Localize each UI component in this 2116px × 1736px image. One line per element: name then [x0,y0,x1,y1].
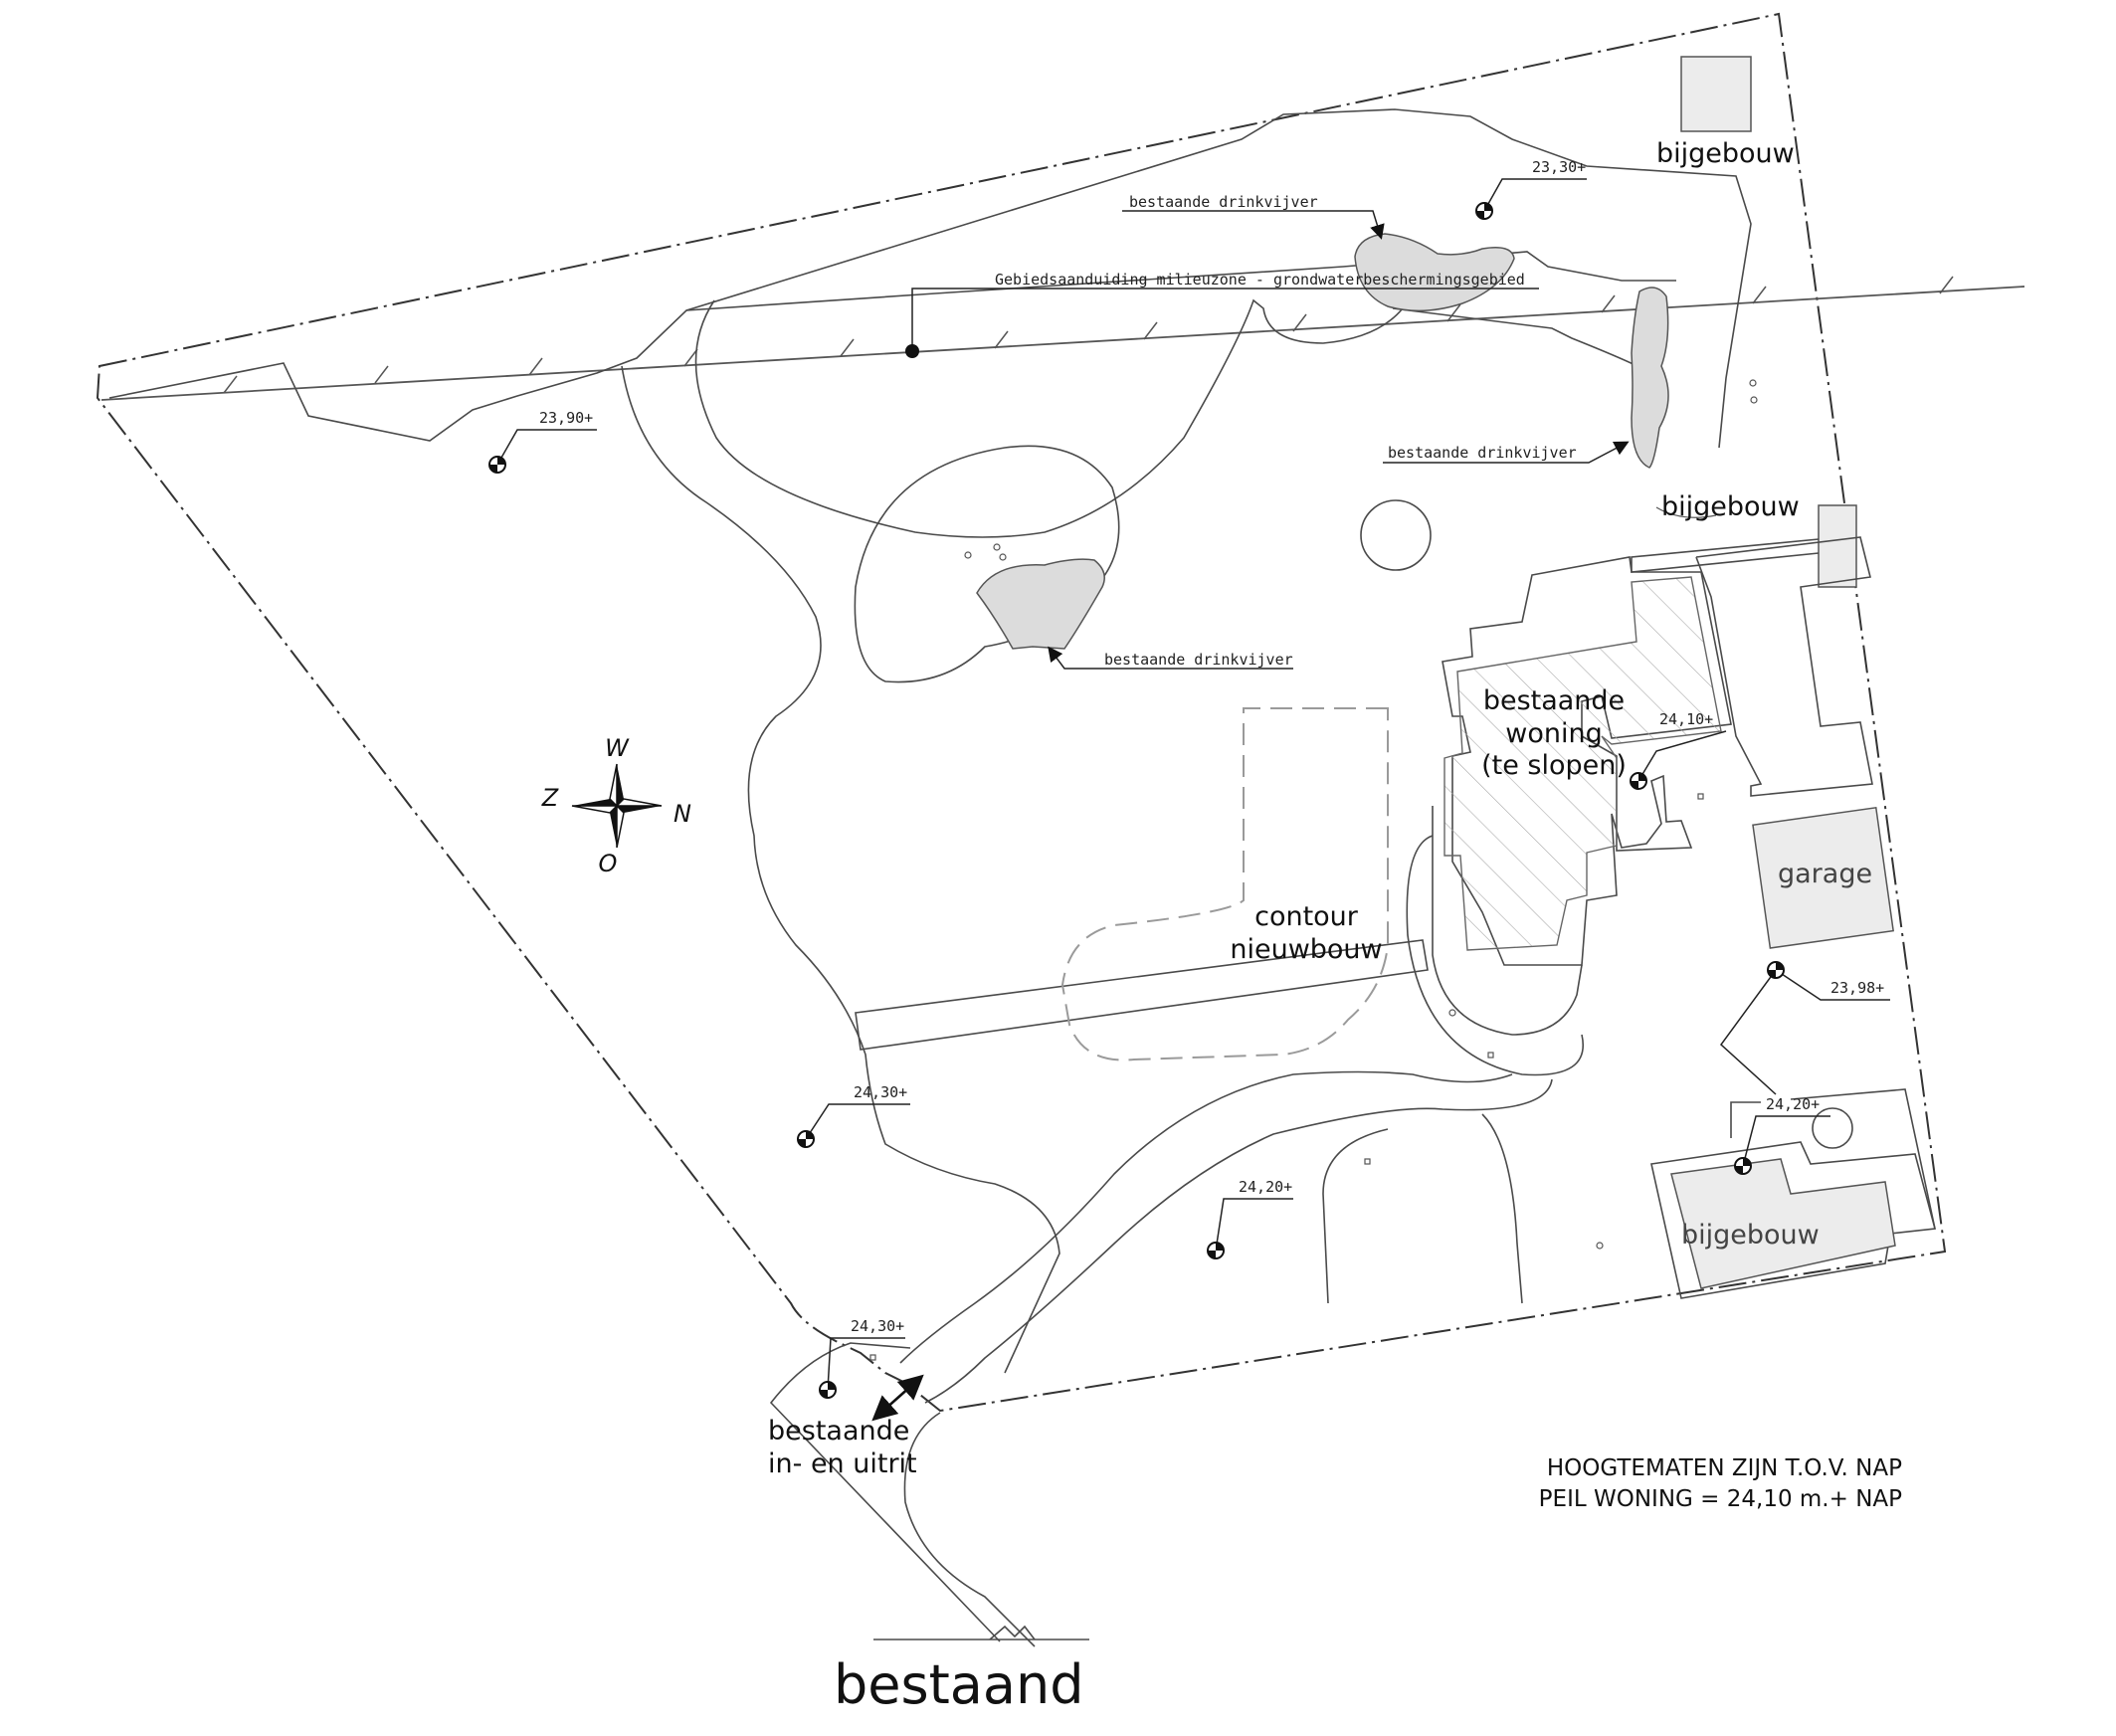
elevation-marker-7 [1207,1198,1293,1259]
zone-label: Gebiedsaanduiding milieuzone - grondwate… [995,271,1525,289]
point-marker [1448,1009,1456,1017]
elevation-marker-2 [488,429,597,474]
compass-west-label: W [605,734,630,762]
entrance-road [903,1412,1036,1647]
point-marker [1596,1242,1604,1250]
contour-label-2: nieuwbouw [1230,934,1382,965]
elevation-label: 24,20+ [1239,1178,1292,1196]
woning-label-1: bestaande [1483,685,1625,716]
terrain-line [694,298,1414,538]
garage-label: garage [1778,859,1872,889]
leader-pond-center [1048,646,1293,670]
point-marker [1487,1052,1494,1059]
annex-bottom-yard [1790,1088,1936,1230]
elevation-label: 23,98+ [1830,979,1884,997]
point-marker [1364,1158,1371,1165]
elevation-label: 24,30+ [851,1317,904,1335]
driveway [1432,806,1583,1036]
zone-marker [905,344,919,358]
leader-pond-right [1383,441,1630,464]
existing-house-hatched [1443,576,1722,951]
point-marker [869,1354,876,1361]
milieuzone-line [100,286,2025,401]
point-marker [1749,379,1757,387]
elevation-marker-5 [1734,1115,1830,1175]
elevation-label: 24,30+ [854,1083,907,1101]
pond-top [1354,233,1515,312]
woning-label-3: (te slopen) [1481,750,1627,781]
leader-zone [911,288,1539,348]
tree-marker [993,543,1001,551]
annex-top-label: bijgebouw [1656,138,1795,169]
terrain-line [685,108,1752,449]
contour-nieuwbouw [1060,707,1389,1061]
annex-bottom-yard [1730,1101,1761,1138]
inrit-label-2: in- en uitrit [768,1448,917,1479]
driveway-branch [1322,1128,1389,1304]
annex-bottom [1670,1158,1896,1289]
point-marker [1750,396,1758,404]
house-wing [1695,536,1873,797]
driveway-branch [1481,1113,1523,1304]
elevation-marker-4 [1719,961,1890,1095]
woning-label-2: woning [1505,718,1602,749]
pond-center [976,558,1105,650]
pond-top-label: bestaande drinkvijver [1129,193,1318,211]
entrance-arrow [871,1377,921,1422]
compass-south-label: Z [541,784,559,812]
point-marker [1697,793,1704,800]
annex-mid [1818,504,1857,588]
compass-rose [571,763,663,849]
elevation-label: 24,20+ [1766,1095,1820,1113]
terrain-line [108,251,1676,442]
garden-strip [855,939,1429,1051]
terrain-line [1392,307,1642,369]
note-line-2: PEIL WONING = 24,10 m.+ NAP [1539,1486,1902,1512]
elevation-label: 23,30+ [1532,158,1586,176]
tree-marker [964,551,972,559]
milieuzone-ticks [223,276,1954,394]
pond-right-label: bestaande drinkvijver [1388,444,1577,462]
annex-arc [1655,506,1717,518]
tree-marker [999,553,1007,561]
entrance-road [769,1342,1001,1642]
elevation-marker-1 [1475,178,1587,220]
round-feature [1360,499,1432,571]
pond-right [1631,287,1669,469]
property-boundary [96,12,1947,1413]
garage-building [1752,806,1895,949]
leader-pond-top [1122,210,1385,240]
garden-path [1631,538,1820,573]
driveway [1406,835,1584,1076]
compass-east-label: O [599,850,618,877]
pond-center-label: bestaande drinkvijver [1104,651,1293,669]
plan-title: bestaand [834,1653,1084,1716]
driveway [924,1078,1553,1404]
elevation-label: 23,90+ [539,409,593,427]
elevation-marker-8 [819,1337,905,1399]
annex-top [1680,56,1752,132]
compass-north-label: N [673,800,691,828]
elevation-marker-3 [1630,730,1727,790]
elevation-marker-6 [797,1103,910,1148]
annex-bottom-label: bijgebouw [1681,1220,1820,1251]
note-line-1: HOOGTEMATEN ZIJN T.O.V. NAP [1547,1455,1902,1481]
road-notch [989,1625,1036,1640]
round-feature-small [1812,1107,1853,1149]
driveway [899,1070,1513,1364]
elevation-label: 24,10+ [1659,710,1713,728]
contour-label-1: contour [1254,901,1359,932]
annex-mid-label: bijgebouw [1661,491,1800,522]
terrain-line [621,365,1060,1374]
inrit-label-1: bestaande [768,1416,909,1447]
